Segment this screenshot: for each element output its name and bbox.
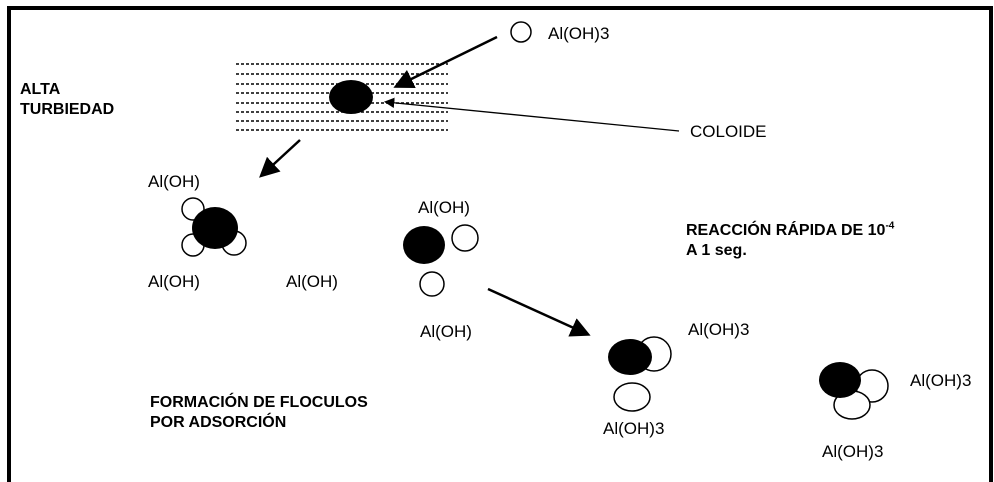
top-reagent-label: Al(OH)3 bbox=[548, 24, 610, 43]
product1-bottom-label: Al(OH)3 bbox=[603, 419, 665, 438]
product1-colloid bbox=[608, 339, 652, 375]
middle-left-label: Al(OH) bbox=[286, 272, 338, 291]
middle-group-bottom-label: Al(OH) bbox=[420, 322, 472, 341]
reaction-line1-main: REACCIÓN RÁPIDA DE 10 bbox=[686, 222, 886, 239]
middle-reagent-bottom bbox=[419, 271, 445, 297]
middle-group-top-label: Al(OH) bbox=[418, 198, 470, 217]
arrow-reagent-to-colloid bbox=[393, 35, 498, 88]
colloid-label: COLOIDE bbox=[690, 122, 767, 141]
colloid-particle bbox=[329, 80, 373, 114]
floc-formation-line2: POR ADSORCIÓN bbox=[150, 414, 287, 431]
floc-formation-line1: FORMACIÓN DE FLOCULOS bbox=[150, 394, 368, 411]
product2-colloid bbox=[819, 362, 861, 398]
product2-right-label: Al(OH)3 bbox=[910, 371, 972, 390]
left-group-bottom-label: Al(OH) bbox=[148, 272, 200, 291]
product1-right-label: Al(OH)3 bbox=[688, 320, 750, 339]
left-floc-cluster bbox=[181, 197, 247, 257]
reaction-label: REACCIÓN RÁPIDA DE 10-4 A 1 seg. bbox=[686, 221, 894, 261]
middle-floc-cluster bbox=[403, 224, 479, 297]
high-turbidity-line1: ALTA bbox=[20, 81, 61, 98]
floc-product-2 bbox=[819, 362, 889, 420]
floc-product-1 bbox=[608, 336, 672, 412]
left-group-top-label: Al(OH) bbox=[148, 172, 200, 191]
high-turbidity-line2: TURBIEDAD bbox=[20, 101, 115, 118]
reaction-line2: A 1 seg. bbox=[686, 242, 747, 259]
product2-bottom-label: Al(OH)3 bbox=[822, 442, 884, 461]
reaction-exponent: -4 bbox=[885, 220, 895, 232]
left-colloid bbox=[192, 207, 238, 249]
reagent-particle-top bbox=[510, 21, 532, 43]
reaction-line1: REACCIÓN RÁPIDA DE 10-4 bbox=[686, 221, 894, 241]
diagram-frame bbox=[7, 6, 993, 482]
middle-colloid bbox=[403, 226, 445, 264]
floc-formation-label: FORMACIÓN DE FLOCULOS POR ADSORCIÓN bbox=[150, 393, 368, 433]
high-turbidity-label: ALTA TURBIEDAD bbox=[20, 80, 114, 120]
arrow-to-left-group bbox=[259, 139, 301, 178]
arrow-to-products bbox=[487, 287, 591, 337]
colloid-pointer-line bbox=[383, 97, 680, 132]
middle-reagent-right bbox=[451, 224, 479, 252]
product1-reagent-bottom bbox=[613, 382, 651, 412]
